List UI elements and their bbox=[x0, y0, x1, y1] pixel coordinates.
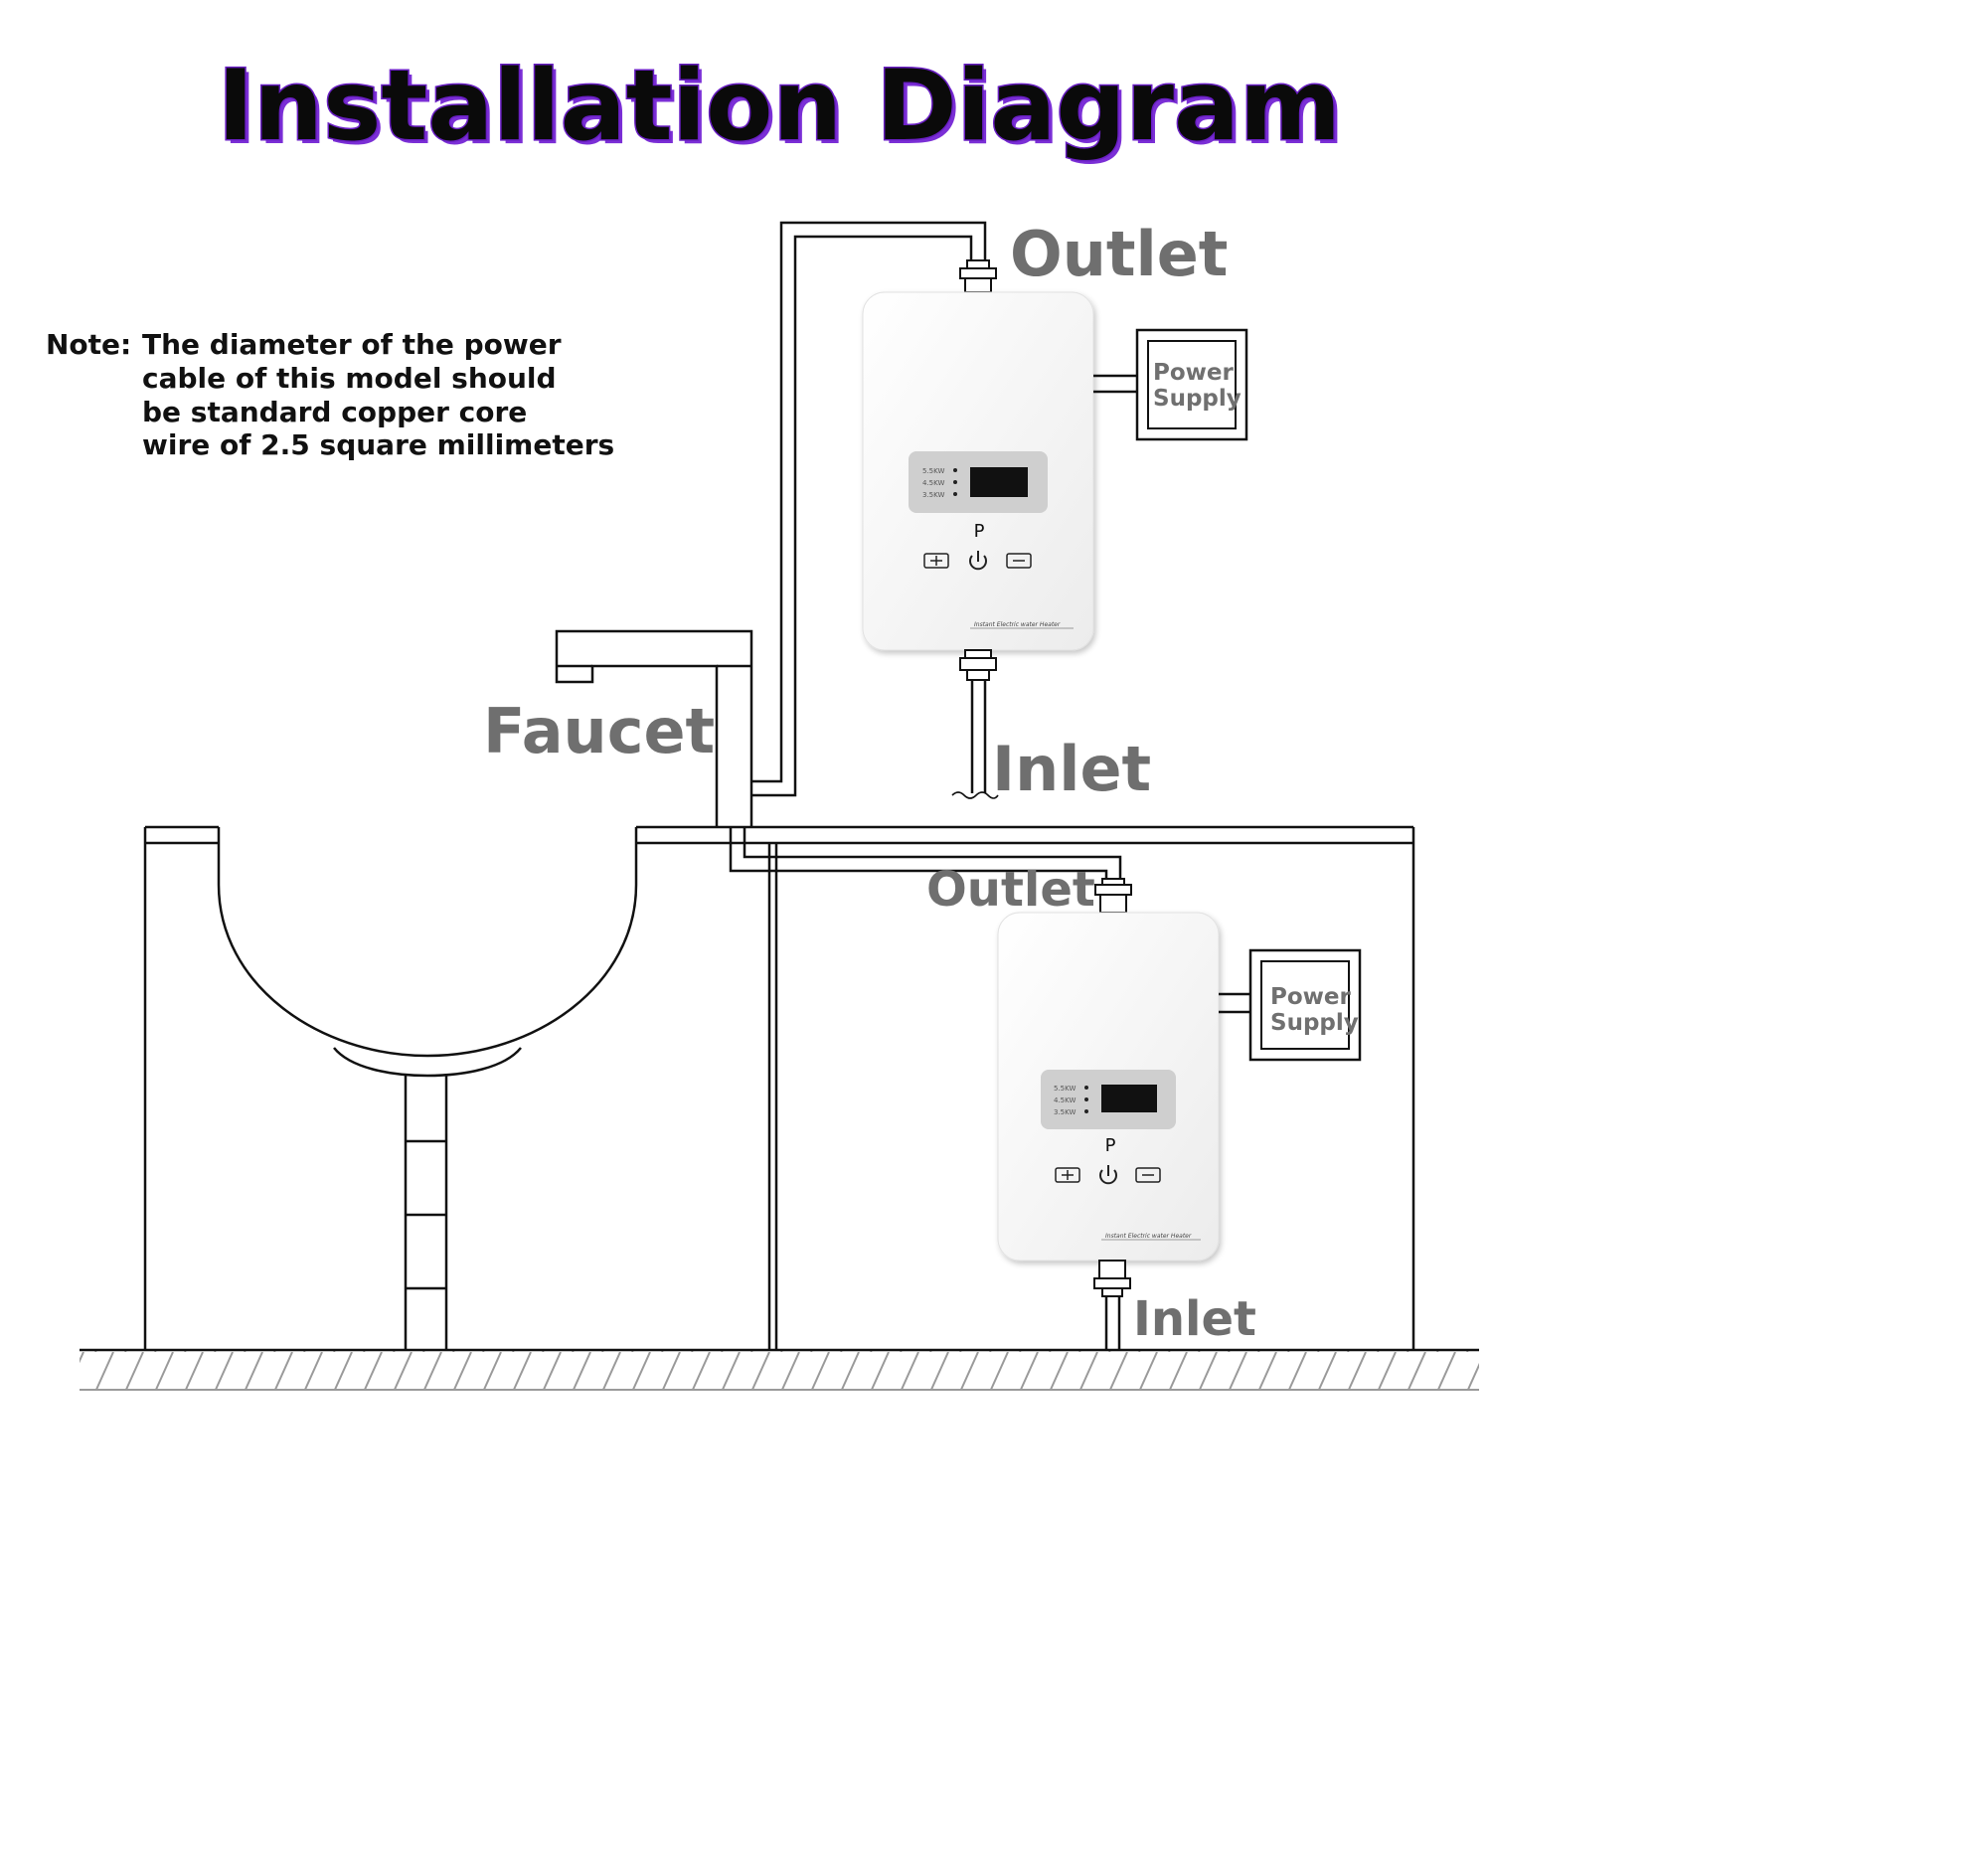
faucet-label: Faucet bbox=[483, 695, 715, 767]
title-glow: Installation Diagram bbox=[222, 54, 1345, 167]
lower-level-3: 3.5KW bbox=[1054, 1108, 1076, 1116]
note-line-1: The diameter of the power bbox=[142, 328, 562, 361]
upper-outlet-label: Outlet bbox=[1010, 218, 1228, 290]
lower-outlet-fitting bbox=[1094, 878, 1132, 914]
upper-heater: 5.5KW 4.5KW 3.5KW P Instant Electric wat… bbox=[862, 259, 1094, 799]
upper-level-1: 5.5KW bbox=[922, 467, 944, 475]
upper-outlet-fitting bbox=[959, 259, 997, 293]
floor bbox=[80, 1348, 1479, 1391]
upper-inlet-pipe-break bbox=[951, 791, 999, 799]
lower-inlet-label: Inlet bbox=[1133, 1291, 1256, 1347]
upper-level-3: 3.5KW bbox=[922, 491, 944, 499]
sink-basin bbox=[217, 827, 638, 1350]
upper-power-supply-label-2: Supply bbox=[1153, 386, 1242, 412]
lower-power-icon bbox=[1099, 1165, 1117, 1185]
lower-heater: 5.5KW 4.5KW 3.5KW P Instant Electric wat… bbox=[997, 878, 1220, 1350]
note-prefix: Note: bbox=[46, 328, 131, 361]
lower-heater-display bbox=[1101, 1085, 1157, 1112]
lower-level-1: 5.5KW bbox=[1054, 1085, 1076, 1093]
upper-power-supply: Power Supply bbox=[1093, 328, 1248, 441]
lower-outlet-label: Outlet bbox=[926, 862, 1095, 918]
lower-level-2: 4.5KW bbox=[1054, 1096, 1076, 1104]
upper-plus-icon bbox=[923, 553, 949, 569]
installation-diagram-page: Installation Diagram Installation Diagra… bbox=[46, 48, 1479, 1391]
upper-level-2: 4.5KW bbox=[922, 479, 944, 487]
faucet bbox=[555, 629, 753, 827]
upper-heater-display bbox=[970, 467, 1028, 497]
note-line-4: wire of 2.5 square millimeters bbox=[142, 428, 614, 461]
upper-mode-label: P bbox=[974, 521, 985, 542]
upper-power-supply-label-1: Power bbox=[1153, 360, 1235, 386]
lower-power-supply-label-1: Power bbox=[1270, 984, 1352, 1010]
upper-minus-icon bbox=[1006, 553, 1032, 569]
upper-power-icon bbox=[969, 551, 987, 571]
upper-brand-text: Instant Electric water Heater bbox=[974, 621, 1061, 628]
lower-mode-label: P bbox=[1105, 1135, 1116, 1156]
lower-inlet-fitting bbox=[1093, 1260, 1131, 1297]
upper-inlet-label: Inlet bbox=[992, 733, 1151, 805]
lower-outlet-pipe bbox=[729, 827, 1122, 879]
page-title: Installation Diagram bbox=[218, 50, 1341, 163]
counter-cabinet bbox=[143, 825, 1415, 1350]
upper-inlet-fitting bbox=[959, 649, 997, 681]
lower-brand-text: Instant Electric water Heater bbox=[1105, 1233, 1192, 1240]
installation-diagram: Installation Diagram Installation Diagra… bbox=[46, 49, 1479, 1391]
upper-outlet-pipe bbox=[751, 221, 987, 797]
lower-power-supply: Power Supply bbox=[1219, 948, 1362, 1062]
note-line-2: cable of this model should bbox=[142, 362, 557, 395]
floor-hatching bbox=[80, 1350, 1479, 1390]
lower-minus-icon bbox=[1135, 1167, 1161, 1183]
note-line-3: be standard copper core bbox=[142, 396, 527, 428]
lower-power-supply-label-2: Supply bbox=[1270, 1010, 1359, 1036]
lower-plus-icon bbox=[1055, 1167, 1080, 1183]
installation-note: Note: The diameter of the power cable of… bbox=[46, 328, 614, 461]
